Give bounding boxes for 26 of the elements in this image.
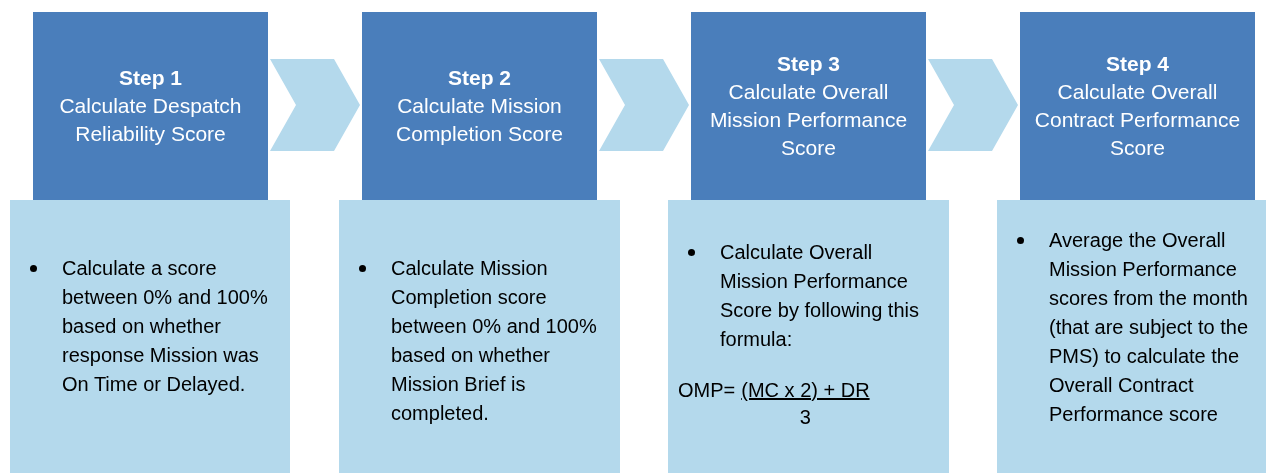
step-description-box bbox=[997, 200, 1266, 473]
step-title: Calculate Overall Contract Performance Score bbox=[1033, 79, 1242, 161]
description-text: Average the Overall Mission Performance scores from the month (that are subject to the PMS) to calculate the Overall Contract Performance score bbox=[1049, 228, 1249, 427]
formula-numerator: (MC x 2) + DR bbox=[741, 378, 870, 403]
step-title: Calculate Despatch Reliability Score bbox=[58, 93, 243, 147]
chevron-arrow bbox=[928, 59, 1018, 151]
step-header-box bbox=[33, 12, 268, 200]
chevron-arrow bbox=[270, 59, 360, 151]
description-text: Calculate Overall Mission Performance Score by following this formula: bbox=[720, 240, 920, 352]
formula-text: OMP= bbox=[678, 378, 736, 403]
description-text: Calculate a score between 0% and 100% based on whether response Mission was On Time or Delayed. bbox=[62, 256, 269, 397]
step-header-box bbox=[691, 12, 926, 200]
formula-denominator: 3 bbox=[799, 405, 811, 429]
step-header-box bbox=[362, 12, 597, 200]
description-text: Calculate Mission Completion score between 0% and 100% based on whether Mission Brief is completed. bbox=[391, 256, 598, 426]
step-header-box bbox=[1020, 12, 1255, 200]
step-description-box bbox=[10, 200, 290, 473]
step-title: Calculate Overall Mission Performance Score bbox=[708, 79, 909, 161]
step-number: Step 4 bbox=[1106, 51, 1169, 77]
step-number: Step 2 bbox=[448, 65, 511, 91]
chevron-arrow bbox=[599, 59, 689, 151]
step-description-box bbox=[339, 200, 620, 473]
step-description-box bbox=[668, 200, 949, 473]
step-title: Calculate Mission Completion Score bbox=[395, 93, 564, 147]
step-number: Step 1 bbox=[119, 65, 182, 91]
step-number: Step 3 bbox=[777, 51, 840, 77]
